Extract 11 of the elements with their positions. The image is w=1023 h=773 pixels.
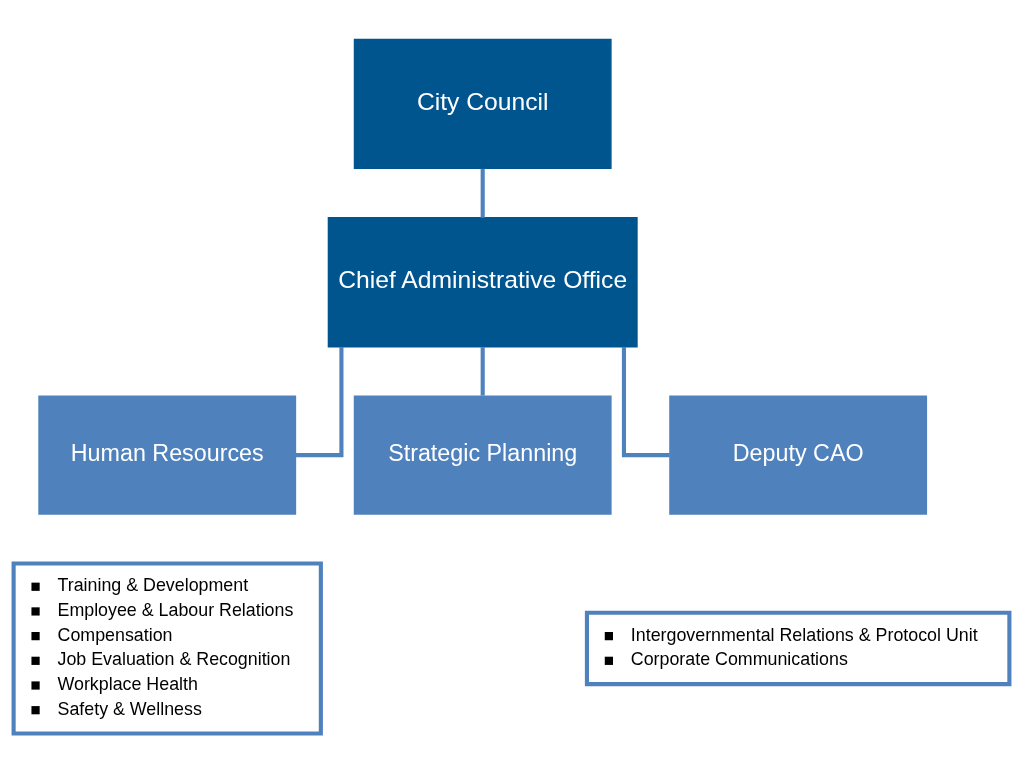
connector [621, 347, 670, 458]
node-box: Human Resources [38, 395, 297, 515]
node-box: Chief Administrative Office [327, 217, 638, 348]
node-box: Training & Development Employee & Labour Relations Compensation Job Evaluation & Recognition Workplace Health Safety & Wellness [11, 561, 323, 736]
connector [480, 347, 485, 396]
connector [480, 168, 485, 218]
connector [295, 347, 344, 458]
node-box: City Council [353, 38, 612, 170]
node-box: Intergovernmental Relations & Protocol Unit Corporate Communications [584, 610, 1012, 687]
node-box: Deputy CAO [669, 395, 928, 515]
node-box: Strategic Planning [353, 395, 612, 515]
